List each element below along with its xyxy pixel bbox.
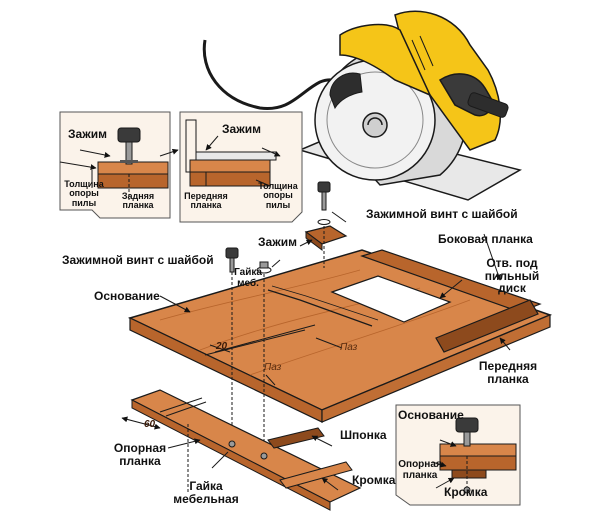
label-clamp-right: Зажим bbox=[222, 122, 261, 136]
label-clamp-screw-top: Зажимной винт с шайбой bbox=[366, 207, 518, 221]
support-bar bbox=[121, 389, 362, 511]
top-clamp bbox=[304, 181, 348, 268]
inset-left-frame bbox=[59, 111, 179, 219]
label-rear-bar: Задняя планка bbox=[121, 191, 155, 211]
label-blade-hole: Отв. под пильный диск bbox=[484, 256, 540, 296]
inset-bottom-right bbox=[395, 404, 521, 506]
label-edge: Кромка bbox=[352, 473, 396, 487]
inset-right-frame bbox=[179, 111, 303, 223]
label-base: Основание bbox=[94, 289, 160, 303]
label-clamp-main: Зажим bbox=[258, 235, 297, 249]
label-inset-base: Основание bbox=[398, 408, 464, 422]
label-thickness-left: Толщина опоры пилы bbox=[64, 179, 104, 208]
label-side-bar: Боковая планка bbox=[438, 232, 533, 246]
label-dim-20: 20 bbox=[216, 341, 228, 352]
label-thickness-right: Толщина опоры пилы bbox=[258, 181, 298, 210]
label-front-bar: Передняя планка bbox=[478, 359, 538, 386]
leader-lines bbox=[159, 233, 511, 491]
label-support-bar: Опорная планка bbox=[113, 441, 167, 468]
label-key: Шпонка bbox=[340, 428, 387, 442]
label-furniture-nut: Гайка мебельная bbox=[173, 479, 239, 506]
label-dim-60: 60 bbox=[144, 419, 156, 430]
label-groove-2: Паз bbox=[264, 362, 282, 373]
main-base-board bbox=[127, 249, 553, 423]
circular-saw-icon bbox=[202, 10, 522, 201]
label-clamp-left: Зажим bbox=[68, 127, 107, 141]
label-clamp-screw-left: Зажимной винт с шайбой bbox=[62, 253, 214, 267]
label-furniture-nut-top: Гайка меб. bbox=[234, 267, 262, 289]
label-front-bar-inset: Передняя планка bbox=[184, 191, 228, 211]
label-inset-edge: Кромка bbox=[444, 485, 488, 499]
left-clamp-screw bbox=[225, 247, 281, 452]
label-groove-1: Паз bbox=[340, 342, 358, 353]
label-inset-support: Опорная планка bbox=[398, 459, 442, 481]
